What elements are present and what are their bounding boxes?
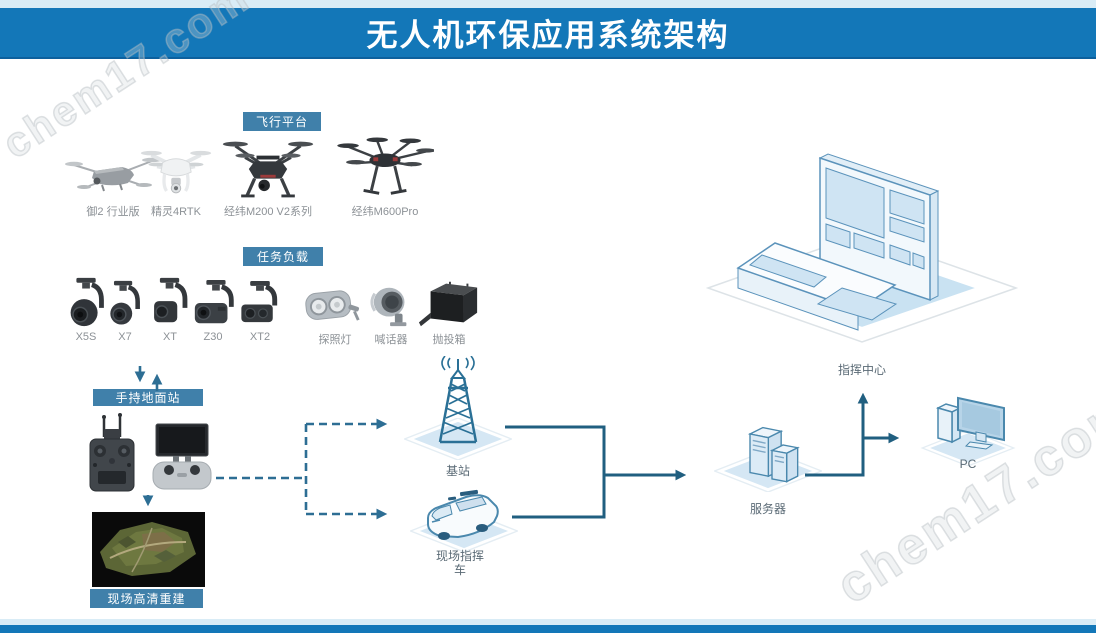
base-station-tower-icon xyxy=(438,356,478,444)
payload-label-searchlight: 探照灯 xyxy=(318,334,352,346)
hd-reconstruction-map-image xyxy=(92,512,205,587)
drone-mavic2-icon xyxy=(65,157,162,192)
header-bar: 无人机环保应用系统架构 xyxy=(0,8,1096,59)
top-accent-strip xyxy=(0,0,1096,8)
ground-station-tablet-controller-icon xyxy=(152,423,212,490)
command-vehicle-label-line2: 车 xyxy=(453,563,466,577)
drone-phantom4rtk-icon xyxy=(140,150,212,194)
payload-label-x7: X7 xyxy=(118,331,132,343)
command-center-label: 指挥中心 xyxy=(837,363,886,377)
payload-speaker-icon xyxy=(370,287,407,327)
drone-m600pro-icon xyxy=(337,137,434,195)
payload-x5s-icon xyxy=(70,277,104,327)
connector-groundstation-split xyxy=(216,424,308,514)
payload-dropbox-icon xyxy=(418,281,478,327)
bottom-accent-strip xyxy=(0,619,1096,625)
footer-bar xyxy=(0,625,1096,633)
command-vehicle-label-line1: 现场指挥 xyxy=(435,549,484,563)
payload-x7-icon xyxy=(110,280,140,325)
badge-payload: 任务负载 xyxy=(243,247,323,266)
payload-searchlight-icon xyxy=(305,290,360,321)
base-station-label: 基站 xyxy=(445,464,470,478)
payload-label-xt2: XT2 xyxy=(249,331,271,343)
payload-label-speaker: 喊话器 xyxy=(374,334,408,346)
command-vehicle-label: 现场指挥 车 xyxy=(406,549,514,577)
ground-station-controller-icon xyxy=(89,413,135,492)
pc-icon xyxy=(935,396,1005,450)
payload-label-dropbox: 抛投箱 xyxy=(432,334,466,346)
badge-ground-station: 手持地面站 xyxy=(93,389,203,406)
command-vehicle-van-icon xyxy=(427,489,499,540)
connector-merge-tower-van xyxy=(505,425,606,519)
payload-xt-icon xyxy=(154,277,188,323)
badge-flight-platform: 飞行平台 xyxy=(243,112,321,131)
payload-label-xt: XT xyxy=(162,331,178,343)
drone-label-phantom4rtk: 精灵4RTK xyxy=(151,206,201,218)
payload-z30-icon xyxy=(194,280,234,324)
server-label: 服务器 xyxy=(749,502,786,516)
payload-label-z30: Z30 xyxy=(203,331,223,343)
command-center-illustration xyxy=(705,153,1019,343)
page-title: 无人机环保应用系统架构 xyxy=(366,18,730,53)
drone-m200-icon xyxy=(222,141,314,198)
base-station-platform xyxy=(404,418,512,460)
payload-label-x5s: X5S xyxy=(75,331,97,343)
server-icon xyxy=(747,426,800,483)
badge-hd-reconstruction: 现场高清重建 xyxy=(90,589,203,608)
drone-label-m200v2: 经纬M200 V2系列 xyxy=(223,206,313,218)
drone-label-m600pro: 经纬M600Pro xyxy=(351,206,419,218)
payload-xt2-icon xyxy=(241,280,278,323)
pc-label: PC xyxy=(959,457,977,471)
drone-label-mavic2: 御2 行业版 xyxy=(86,206,140,218)
